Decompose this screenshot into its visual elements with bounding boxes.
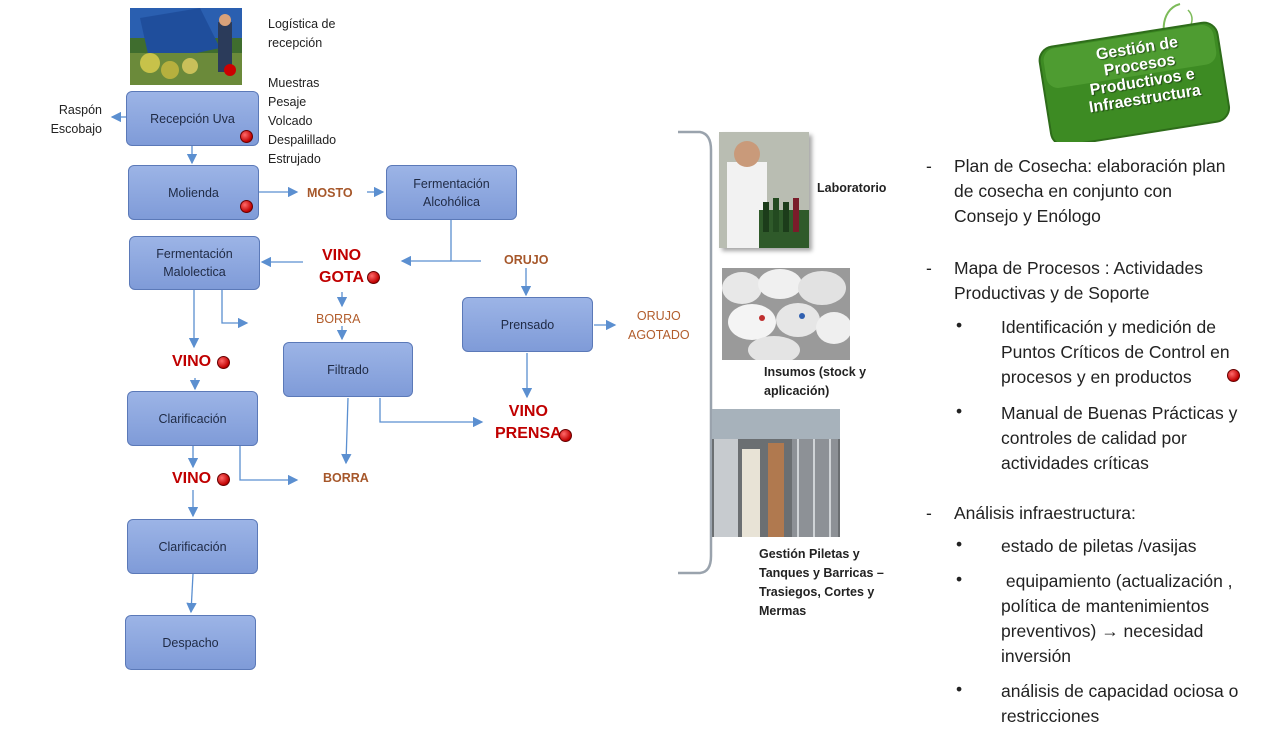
laboratorio-photo <box>719 132 809 248</box>
box-fermentacion-malolectica: Fermentación Malolectica <box>129 236 260 290</box>
step-despalillado: Despalillado <box>268 133 337 147</box>
label-vino-prensa: VINO PRENSA <box>495 403 562 442</box>
step-volcado: Volcado <box>268 114 313 128</box>
step-muestras: Muestras <box>268 76 320 90</box>
caption-laboratorio: Laboratorio <box>817 181 887 195</box>
box-filtrado: Filtrado <box>283 342 413 397</box>
box-despacho: Despacho <box>125 615 256 670</box>
label-vino-2: VINO <box>172 470 212 487</box>
dot-bullet: • <box>956 401 963 421</box>
item-mapa-procesos: Mapa de Procesos : Actividades Productiv… <box>954 258 1204 303</box>
item-plan-cosecha: Plan de Cosecha: elaboración plan de cos… <box>954 156 1226 226</box>
label-borra-2: BORRA <box>323 471 369 485</box>
step-estrujado: Estrujado <box>268 152 321 166</box>
label-vino-1: VINO <box>172 353 212 370</box>
bodega-photo <box>712 409 840 537</box>
box-clarificacion-2: Clarificación <box>127 519 258 574</box>
label-orujo-agotado: ORUJO AGOTADO <box>628 309 690 342</box>
label-orujo: ORUJO <box>504 253 549 267</box>
label-vino-gota: VINO GOTA <box>319 247 365 286</box>
control-point-dot <box>240 200 253 213</box>
subitem-buenas-practicas: Manual de Buenas Prácticas y controles d… <box>1001 403 1238 473</box>
control-point-dot <box>240 130 253 143</box>
caption-gestion: Gestión Piletas y Tanques y Barricas – T… <box>759 547 884 618</box>
subitem-estado-piletas: estado de piletas /vasijas <box>1001 536 1197 556</box>
box-recepcion-uva: Recepción Uva <box>126 91 259 146</box>
label-mosto: MOSTO <box>307 186 353 200</box>
label-borra-1: BORRA <box>316 312 361 326</box>
steps-note: Muestras Pesaje Volcado Despalillado Est… <box>268 74 336 169</box>
caption-insumos: Insumos (stock y aplicación) <box>764 365 867 398</box>
control-point-dot <box>1227 369 1240 382</box>
dash-bullet: - <box>926 503 932 523</box>
logistics-note: Logística de recepción <box>268 17 336 50</box>
box-molienda: Molienda <box>128 165 259 220</box>
raspon-label: Raspón Escobajo <box>50 103 102 136</box>
control-point-dot <box>559 429 572 442</box>
control-point-dot <box>217 356 230 369</box>
control-point-dot <box>217 473 230 486</box>
dot-bullet: • <box>956 315 963 335</box>
dot-bullet: • <box>956 534 963 554</box>
step-pesaje: Pesaje <box>268 95 307 109</box>
dot-bullet: • <box>956 569 963 589</box>
grape-reception-photo <box>130 8 242 85</box>
dot-bullet: • <box>956 679 963 699</box>
control-point-dot <box>367 271 380 284</box>
dash-bullet: - <box>926 258 932 278</box>
subitem-puntos-criticos: Identificación y medición de Puntos Crít… <box>1001 317 1230 387</box>
subitem-capacidad-ociosa: análisis de capacidad ociosa o restricci… <box>1001 681 1239 726</box>
box-prensado: Prensado <box>462 297 593 352</box>
item-analisis-infraestructura: Análisis infraestructura: <box>954 503 1136 523</box>
insumos-photo <box>722 268 850 360</box>
arrow-right-icon: → <box>1101 621 1119 641</box>
badge-shape <box>1038 3 1231 147</box>
box-clarificacion-1: Clarificación <box>127 391 258 446</box>
dash-bullet: - <box>926 156 932 176</box>
section-badge: Gestión de Procesos Productivos e Infrae… <box>1030 2 1240 147</box>
box-fermentacion-alcoholica: Fermentación Alcohólica <box>386 165 517 220</box>
subitem-equipamiento: equipamiento (actualización , política d… <box>1001 571 1233 666</box>
